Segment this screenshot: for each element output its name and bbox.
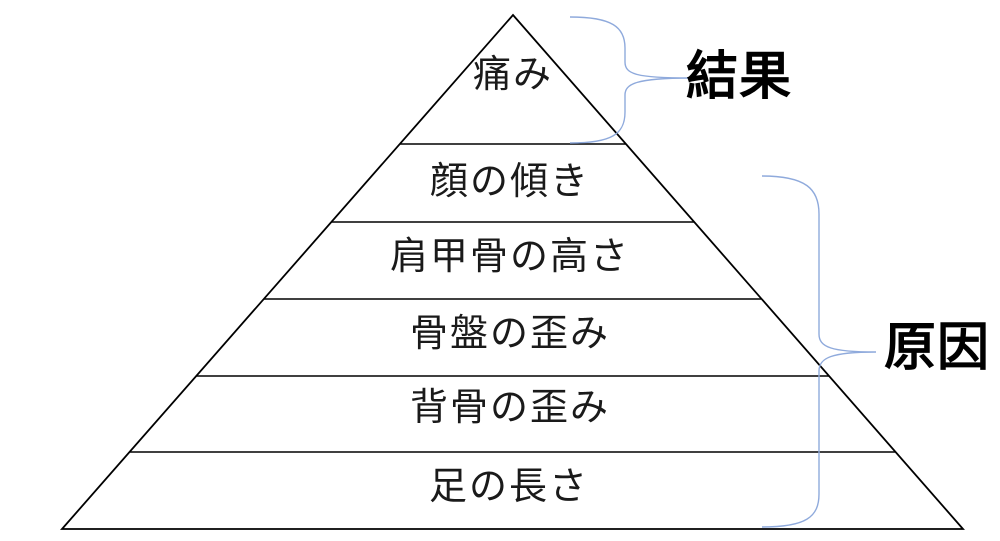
pyramid-outline	[60, 13, 965, 530]
layer-label-scapula-height: 肩甲骨の高さ	[389, 236, 631, 278]
result-brace	[569, 16, 691, 144]
layer-label-face-tilt: 顔の傾き	[429, 161, 591, 203]
annotation-result: 結果	[686, 48, 793, 106]
layer-label-spine-distortion: 背骨の歪み	[409, 387, 611, 429]
layer-label-pelvis-distortion: 骨盤の歪み	[409, 313, 611, 355]
cause-brace	[761, 175, 877, 528]
layer-label-leg-length: 足の長さ	[428, 466, 590, 508]
annotation-cause: 原因	[884, 319, 991, 377]
layer-label-pain: 痛み	[472, 54, 554, 96]
